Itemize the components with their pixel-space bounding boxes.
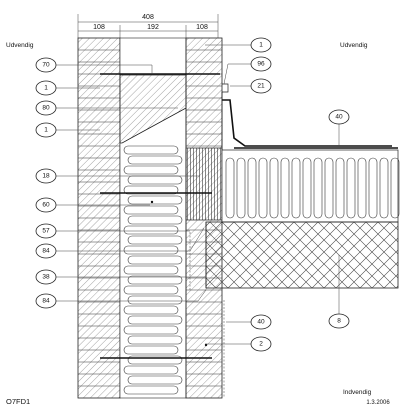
cavity-insulation [119,37,187,399]
callouts-left: 70 1 80 1 18 60 57 [35,57,207,309]
callout-bubble: 1 [205,37,272,53]
callout-bubble: 96 [223,56,272,85]
svg-text:60: 60 [42,202,50,209]
label-outside-right: Udvendig [340,42,368,49]
concrete-deck [205,221,399,289]
callout-bubble: 57 [35,223,190,239]
svg-text:1: 1 [44,127,48,134]
drawing-code: O7FD1 [6,397,30,406]
flashing [221,83,392,150]
svg-text:8: 8 [337,318,341,325]
svg-text:38: 38 [42,274,50,281]
wall-ties [100,73,225,398]
dimension-outer-leaf: 108 [93,24,105,31]
svg-text:1: 1 [44,85,48,92]
callout-bubble: 80 [35,100,178,116]
callout-bubble: 84 [35,289,207,309]
roof-insulation [221,147,400,223]
dimension-insulation: 192 [147,24,159,31]
callout-bubble: 21 [230,78,272,94]
callout-bubble: 40 [328,109,350,146]
svg-text:80: 80 [42,105,50,112]
callout-bubble: 70 [35,57,153,74]
callout-bubble: 40 [226,314,272,330]
outer-brick-leaf [77,37,121,399]
label-outside-left: Udvendig [6,42,34,49]
callout-bubble: 18 [35,168,200,184]
svg-text:18: 18 [42,173,50,180]
drawing-date: 1.3.2006 [366,400,390,406]
callout-bubble: 8 [328,255,350,329]
dimension-chain: 408 108 192 108 [77,14,219,38]
svg-text:84: 84 [42,298,50,305]
callout-bubble: 38 [35,269,206,285]
svg-text:70: 70 [42,62,50,69]
callout-bubble: 1 [35,122,100,138]
callout-bubble: 1 [35,80,100,96]
label-inside: Indvendig [343,389,372,396]
timber-plate [185,147,223,221]
dimension-inner-leaf: 108 [196,24,208,31]
svg-text:40: 40 [257,319,265,326]
callout-bubble: 60 [35,197,150,213]
svg-text:57: 57 [42,228,50,235]
inner-brick-leaf [185,37,223,399]
callout-bubble: 2 [205,336,272,352]
svg-text:1: 1 [259,42,263,49]
svg-text:21: 21 [257,83,265,90]
svg-text:40: 40 [335,114,343,121]
callouts-right: 1 96 21 40 8 40 2 [205,37,350,352]
callout-bubble: 84 [35,227,205,259]
svg-text:96: 96 [257,61,265,68]
svg-text:84: 84 [42,248,50,255]
svg-text:2: 2 [259,341,263,348]
dimension-total: 408 [142,14,154,21]
